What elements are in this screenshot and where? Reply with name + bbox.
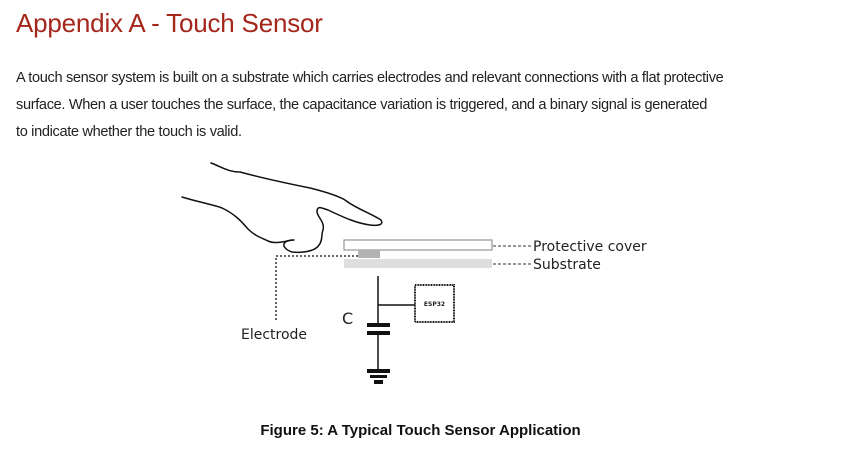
figure-caption: Figure 5: A Typical Touch Sensor Applica…	[260, 422, 581, 439]
electrode-label: Electrode	[241, 327, 307, 343]
capacitor-plate-top	[367, 323, 390, 327]
capacitor-plate-bottom	[367, 331, 390, 335]
protective-cover-label: Protective cover	[533, 239, 647, 255]
paragraph-line: to indicate whether the touch is valid.	[16, 124, 242, 140]
capacitor-label: C	[342, 309, 353, 328]
paragraph-line: A touch sensor system is built on a subs…	[16, 70, 724, 86]
hand-icon	[181, 162, 383, 254]
ground-icon	[367, 369, 390, 384]
substrate	[344, 259, 492, 268]
substrate-label: Substrate	[533, 257, 601, 273]
esp32-label: ESP32	[424, 301, 445, 308]
esp32-chip	[414, 284, 455, 323]
body-paragraph: A touch sensor system is built on a subs…	[16, 65, 828, 146]
protective-cover	[343, 239, 493, 251]
paragraph-line: surface. When a user touches the surface…	[16, 97, 708, 113]
electrode-leader-line	[275, 255, 358, 322]
page-title: Appendix A - Touch Sensor	[16, 8, 323, 38]
electrode-pad	[358, 250, 380, 258]
